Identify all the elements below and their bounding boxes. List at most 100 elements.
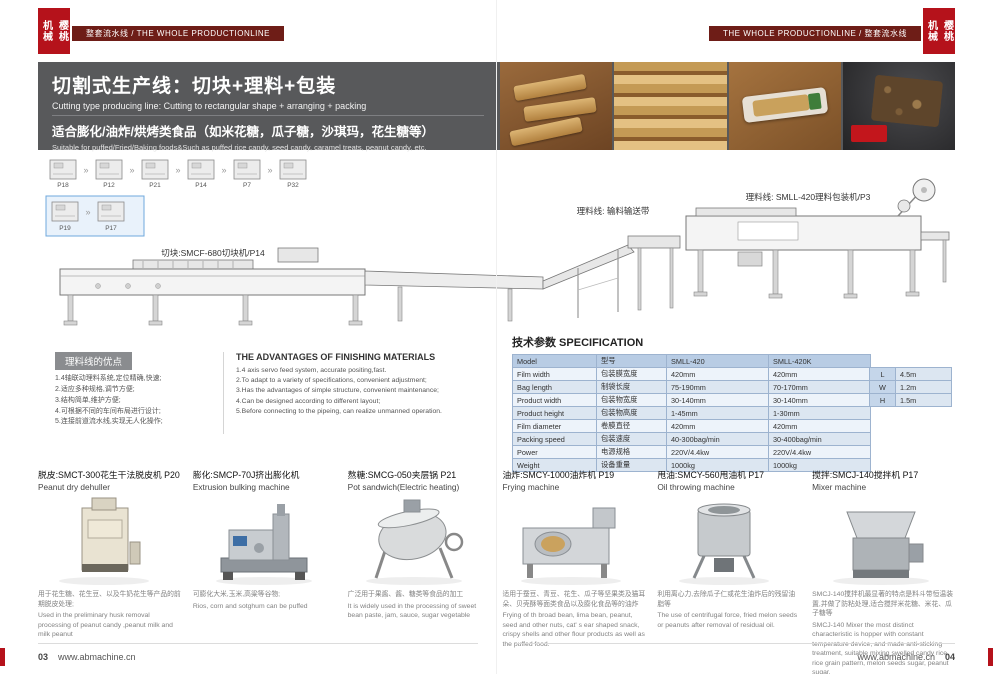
product-title-en: Oil throwing machine (657, 482, 735, 492)
page-number-right: 04 (944, 652, 955, 662)
advantage-item: 5.Before connecting to the pipeing, can … (236, 407, 442, 415)
advantages-en: THE ADVANTAGES OF FINISHING MATERIALS 1.… (223, 352, 457, 434)
svg-text:»: » (83, 165, 88, 175)
advantage-item: 2.适应多种规格,调节方便; (55, 385, 135, 393)
flowchart-row2: P19 » P17 (45, 195, 145, 237)
product-title-en: Extrusion bulking machine (192, 482, 290, 492)
cutting-machine-drawing: 切块:SMCF-680切块机/P14 (59, 247, 366, 326)
product-desc-cn: 可膨化大米,玉米,高粱等谷物; (192, 591, 281, 598)
brand-logo-right: 樱桃 机械 (923, 8, 955, 54)
packing-machine-label: 理料线: SMLL-420理料包装机/P3 (746, 192, 871, 202)
svg-text:»: » (267, 165, 272, 175)
edge-accent (988, 648, 993, 666)
svg-text:»: » (85, 207, 90, 217)
page-title-en: Cutting type producing line: Cutting to … (52, 101, 484, 116)
product-card-mixer: 搅拌:SMCJ-140搅拌机 P17 Mixer machine SMCJ-14… (812, 468, 955, 674)
section-title-left: 整套流水线 / THE WHOLE PRODUCTIONLINE (72, 26, 285, 41)
svg-text:P17: P17 (105, 225, 117, 232)
edge-accent (0, 648, 5, 666)
product-desc-en: It is widely used in the processing of s… (347, 602, 477, 620)
product-card-dehuller: 脱皮:SMCT-300花生干法脱皮机 P20 Peanut dry dehull… (38, 468, 181, 674)
banner-text: 切割式生产线：切块+理料+包装 Cutting type producing l… (38, 62, 498, 152)
svg-text:P19: P19 (59, 225, 71, 232)
product-card-kettle: 熬糖:SMCG-050夹层锅 P21 Pot sandwich(Electric… (348, 468, 491, 674)
footer-rule (38, 643, 478, 644)
product-title-en: Frying machine (502, 482, 560, 492)
conveyor-label: 理料线: 输料输送带 (577, 206, 650, 216)
product-title-cn: 熬糖:SMCG-050夹层锅 P21 (347, 470, 457, 480)
logo-text: 机械 (925, 20, 937, 42)
website-link[interactable]: www.abmachine.cn (857, 652, 935, 662)
photo-granola-bars (498, 62, 613, 150)
product-photo (193, 494, 336, 586)
advantage-item: 1.4 axis servo feed system, accurate pos… (236, 367, 387, 374)
website-link[interactable]: www.abmachine.cn (58, 652, 136, 662)
product-photo (38, 494, 181, 586)
product-card-row: 脱皮:SMCT-300花生干法脱皮机 P20 Peanut dry dehull… (38, 468, 955, 674)
page-title-cn: 切割式生产线：切块+理料+包装 (52, 76, 337, 97)
product-title-cn: 搅拌:SMCJ-140搅拌机 P17 (812, 470, 919, 480)
advantages-panel: 理料线的优点 1.4轴联动理料系统,定位精确,快速; 2.适应多种规格,调节方便… (55, 352, 457, 434)
product-photo (348, 494, 491, 586)
product-title-en: Mixer machine (812, 482, 867, 492)
advantages-title-en: THE ADVANTAGES OF FINISHING MATERIALS (236, 352, 436, 362)
production-line-diagram: P18 » P12 » P21 » P14 » P7 » P32 P19 » P… (45, 159, 950, 326)
product-title-en: Peanut dry dehuller (38, 482, 110, 492)
svg-text:»: » (175, 165, 180, 175)
advantage-item: 3.Has the advantages of simple structure… (236, 387, 439, 395)
svg-text:P21: P21 (149, 182, 161, 189)
product-desc-en: SMCJ-140 Mixer the most distinct charact… (812, 621, 949, 674)
cutting-machine-label: 切块:SMCF-680切块机/P14 (161, 248, 265, 258)
advantage-item: 1.4轴联动理料系统,定位精确,快速; (55, 375, 162, 382)
page-fold (496, 0, 497, 674)
advantage-item: 3.结构简单,维护方便; (55, 396, 121, 404)
product-photo (657, 494, 800, 586)
product-title-cn: 甩油:SMCY-560甩油机 P17 (657, 470, 765, 480)
product-title-cn: 油炸:SMCY-1000油炸机 P19 (502, 470, 615, 480)
product-title-en: Pot sandwich(Electric heating) (347, 482, 460, 492)
product-photo (502, 494, 645, 586)
specification-title: 技术参数 SPECIFICATION (512, 337, 644, 349)
brand-logo-left: 樱桃 机械 (38, 8, 70, 54)
page-number-left: 03 (38, 652, 49, 662)
flowchart-row1: P18 » P12 » P21 » P14 » P7 » P32 (49, 159, 307, 189)
product-desc-cn: 用于花生糖、花生豆、以及牛奶花生等产品的前期脱皮处理; (38, 591, 181, 608)
svg-text:P12: P12 (103, 182, 115, 189)
product-desc-en: Used in the preliminary husk removal pro… (38, 612, 173, 639)
advantage-item: 2.To adapt to a variety of specification… (236, 377, 427, 385)
product-desc-cn: 利用离心力,去除瓜子仁或花生油炸后的残留油脂等 (657, 591, 796, 608)
section-title-right: THE WHOLE PRODUCTIONLINE / 整套流水线 (708, 26, 921, 41)
photo-bar-closeup (612, 62, 727, 150)
banner-photo-strip (498, 62, 955, 150)
product-card-fryer: 油炸:SMCY-1000油炸机 P19 Frying machine 适用于蚕豆… (502, 468, 645, 674)
product-title-cn: 膨化:SMCP-70J挤出膨化机 (192, 470, 300, 480)
svg-text:P18: P18 (57, 182, 69, 189)
product-desc-cn: 适用于蚕豆、青豆、花生、瓜子等坚果类及猫耳朵、贝壳酥等面类食品以及膨化食品等的油… (502, 591, 646, 608)
footer-rule (515, 643, 955, 644)
svg-text:»: » (221, 165, 226, 175)
footer-right: www.abmachine.cn 04 (857, 652, 955, 662)
packing-machine-drawing: 理料线: SMLL-420理料包装机/P3 (685, 178, 950, 299)
svg-text:P14: P14 (195, 182, 207, 189)
product-card-extruder: 膨化:SMCP-70J挤出膨化机 Extrusion bulking machi… (193, 468, 336, 674)
footer-left: 03 www.abmachine.cn (38, 652, 136, 662)
page-subtitle-en: Suitable for puffed/Fried/Baking foods&S… (52, 143, 427, 152)
product-desc-en: Frying of th broad bean, lima bean, pean… (502, 612, 645, 648)
logo-text: 樱桃 (56, 20, 68, 42)
conveyor-drawing: 理料线: 输料输送带 (364, 206, 681, 322)
